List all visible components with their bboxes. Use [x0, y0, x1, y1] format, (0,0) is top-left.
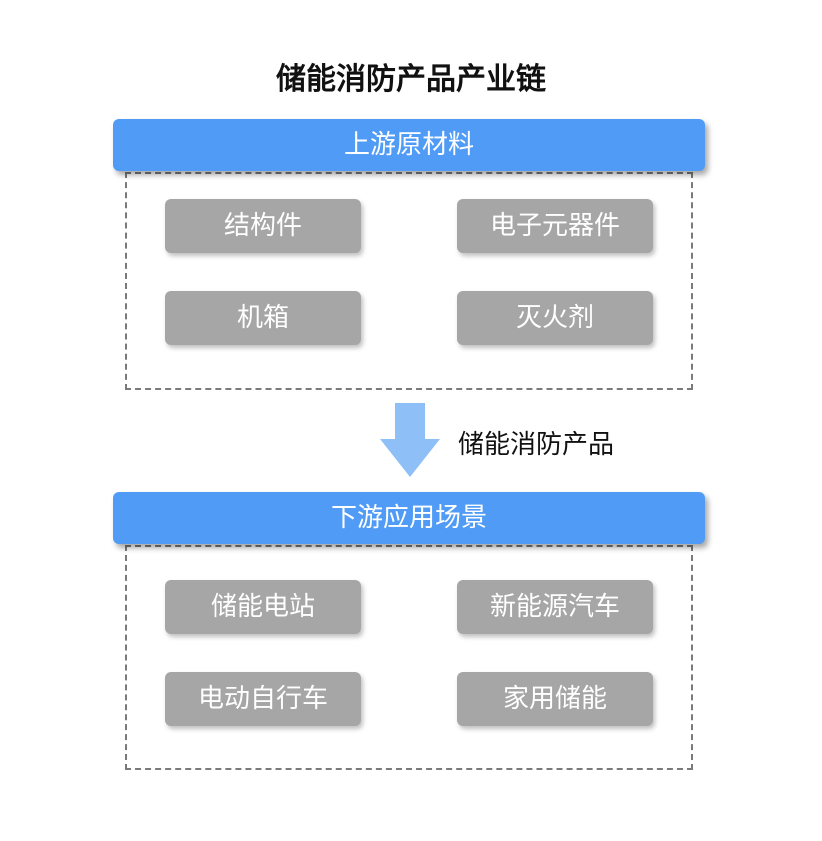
upstream-item-electronic-components: 电子元器件 — [457, 199, 653, 253]
diagram-title: 储能消防产品产业链 — [276, 62, 546, 97]
upstream-item-extinguishing-agent: 灭火剂 — [457, 291, 653, 345]
down-arrow-icon — [380, 403, 440, 477]
flow-label: 储能消防产品 — [458, 430, 615, 460]
downstream-item-new-energy-vehicle: 新能源汽车 — [457, 580, 653, 634]
downstream-item-electric-bicycle: 电动自行车 — [165, 672, 361, 726]
downstream-header: 下游应用场景 — [113, 492, 705, 544]
downstream-item-home-energy-storage: 家用储能 — [457, 672, 653, 726]
downstream-item-energy-storage-station: 储能电站 — [165, 580, 361, 634]
upstream-header: 上游原材料 — [113, 119, 705, 171]
upstream-section-box — [125, 172, 693, 390]
upstream-item-chassis: 机箱 — [165, 291, 361, 345]
upstream-item-structural-parts: 结构件 — [165, 199, 361, 253]
downstream-section-box — [125, 545, 693, 770]
